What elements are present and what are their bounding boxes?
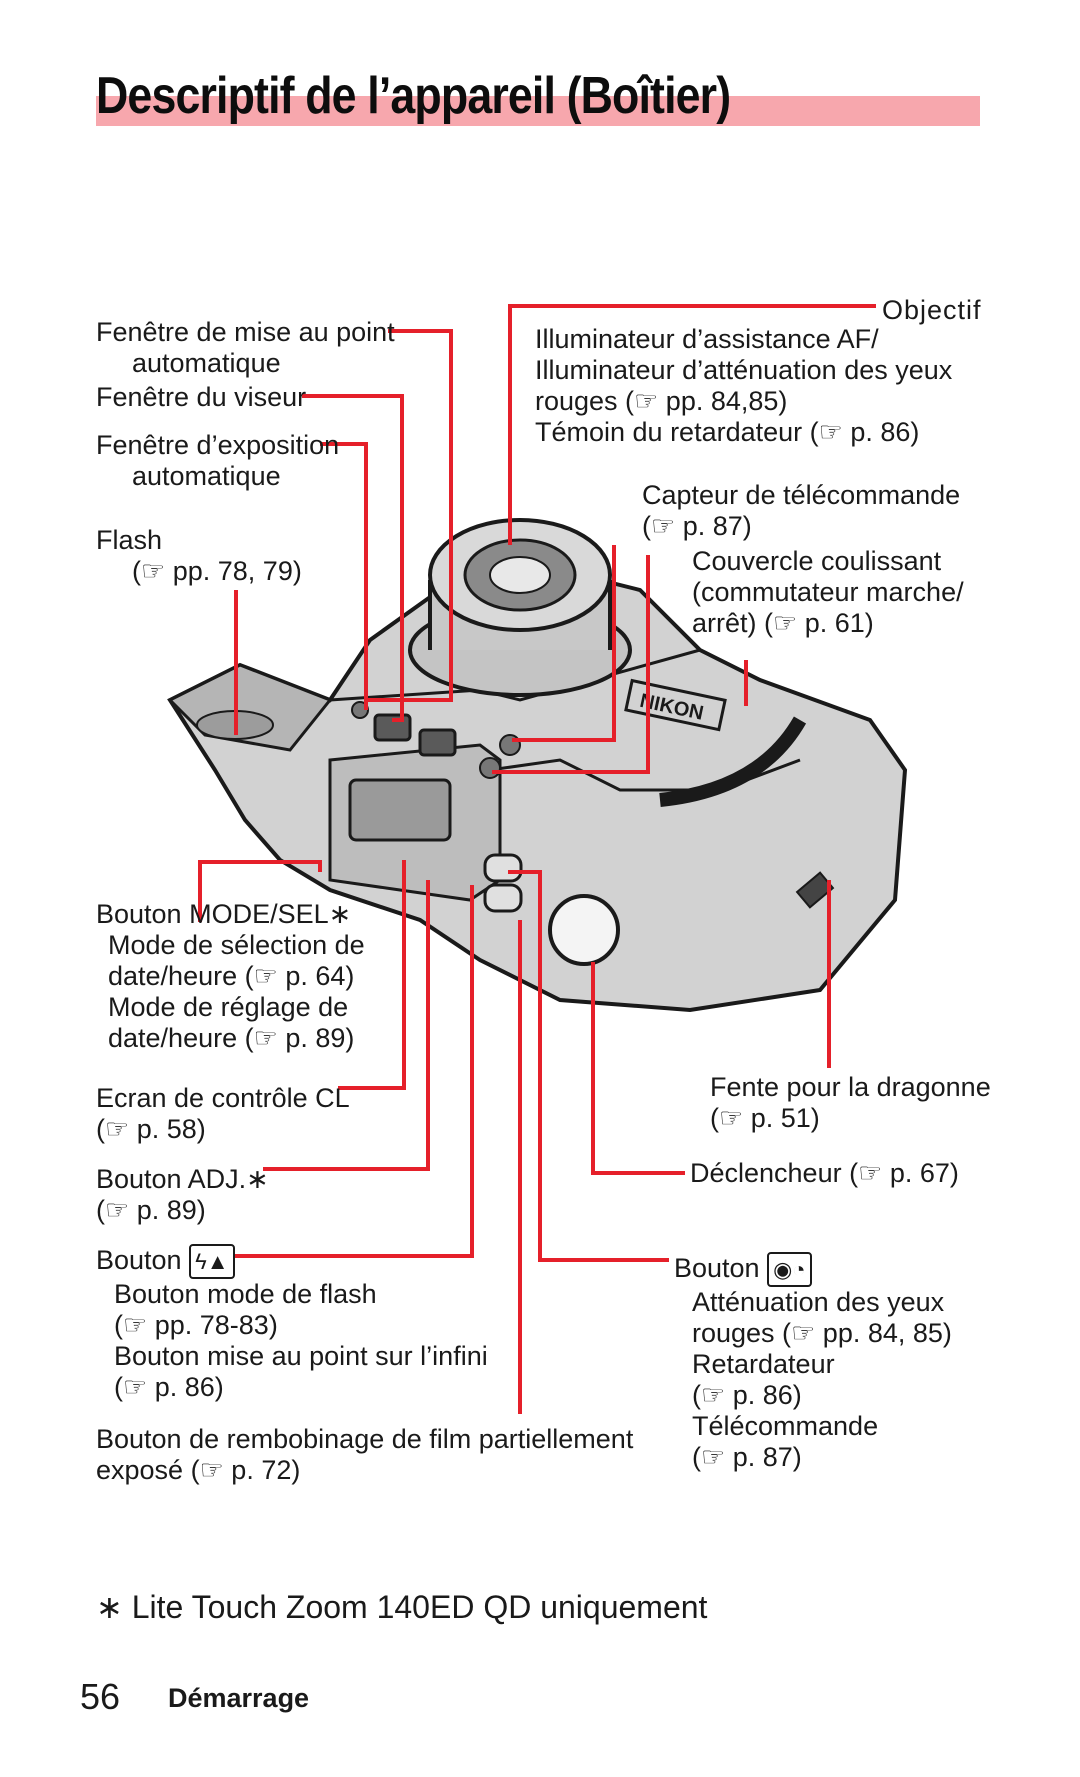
hand-pointing-icon: ☞ — [105, 1195, 130, 1225]
label-lcd: Ecran de contrôle CL (☞ p. 58) — [96, 1083, 350, 1144]
hand-pointing-icon: ☞ — [701, 1442, 726, 1472]
label-eye-button: Bouton ◉◔ Atténuation des yeux rouges (☞… — [674, 1252, 952, 1472]
hand-pointing-icon: ☞ — [199, 1455, 224, 1485]
hand-pointing-icon: ☞ — [253, 1023, 278, 1053]
label-mode-sel: Bouton MODE/SEL∗ Mode de sélection de da… — [96, 899, 365, 1053]
label-lens: Objectif — [882, 295, 982, 325]
hand-pointing-icon: ☞ — [773, 608, 798, 638]
label-adj: Bouton ADJ.∗ (☞ p. 89) — [96, 1164, 269, 1225]
hand-pointing-icon: ☞ — [105, 1114, 130, 1144]
label-viewfinder: Fenêtre du viseur — [96, 382, 307, 412]
label-flash: Flash (☞ pp. 78, 79) — [96, 525, 302, 586]
page-title: Descriptif de l’appareil (Boîtier) — [96, 67, 731, 125]
camera-lens — [408, 518, 632, 697]
label-flash-button: Bouton ϟ▲ Bouton mode de flash (☞ pp. 78… — [96, 1244, 488, 1402]
label-remote-sensor: Capteur de télécommande (☞ p. 87) — [642, 480, 961, 541]
title-area: Descriptif de l’appareil (Boîtier) — [96, 66, 980, 136]
label-strap: Fente pour la dragonne (☞ p. 51) — [710, 1072, 991, 1133]
label-shutter: Déclencheur (☞ p. 67) — [690, 1158, 959, 1188]
shutter-disc — [548, 894, 620, 966]
hand-pointing-icon: ☞ — [253, 961, 278, 991]
label-af-window: Fenêtre de mise au point automatique — [96, 317, 395, 378]
title-highlight-bar — [96, 96, 980, 126]
hand-pointing-icon: ☞ — [141, 556, 166, 586]
footnote: ∗ Lite Touch Zoom 140ED QD uniquement — [96, 1589, 708, 1625]
eye-timer-icon: ◉◔ — [767, 1252, 812, 1287]
lcd-panel — [348, 778, 452, 842]
hand-pointing-icon: ☞ — [651, 511, 676, 541]
page-number: 56 — [80, 1676, 121, 1717]
hand-pointing-icon: ☞ — [701, 1380, 726, 1410]
leader-lines — [198, 304, 876, 1414]
hand-pointing-icon: ☞ — [719, 1103, 744, 1133]
hand-pointing-icon: ☞ — [634, 386, 659, 416]
label-af-illuminator: Illuminateur d’assistance AF/ Illuminate… — [535, 324, 953, 447]
hand-pointing-icon: ☞ — [791, 1318, 816, 1348]
hand-pointing-icon: ☞ — [123, 1372, 148, 1402]
label-rewind: Bouton de rembobinage de film partiellem… — [96, 1424, 634, 1485]
section-name: Démarrage — [168, 1683, 310, 1713]
hand-pointing-icon: ☞ — [123, 1310, 148, 1340]
label-sliding-cover: Couvercle coulissant (commutateur marche… — [692, 546, 964, 638]
hand-pointing-icon: ☞ — [858, 1158, 883, 1188]
label-ae-window: Fenêtre d’exposition automatique — [96, 430, 340, 491]
hand-pointing-icon: ☞ — [818, 417, 843, 447]
flash-mountain-icon: ϟ▲ — [189, 1244, 235, 1279]
